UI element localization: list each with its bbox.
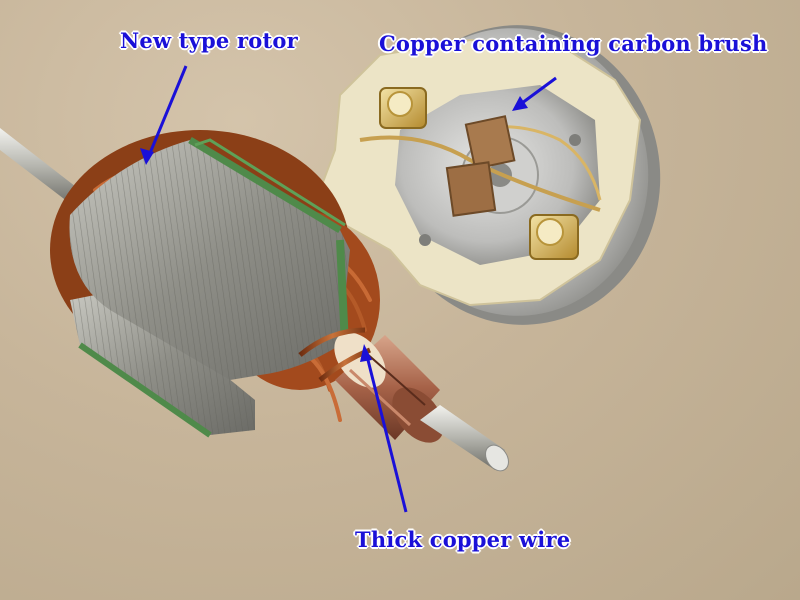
end-cap-assembly: [318, 25, 661, 325]
label-carbon-brush: Copper containing carbon brush: [379, 31, 768, 56]
label-new-type-rotor: New type rotor: [120, 28, 298, 53]
wire-arrow: [364, 351, 408, 513]
label-thick-copper-wire: Thick copper wire: [355, 527, 571, 552]
commutator: [334, 332, 444, 443]
rotor-arrow: [146, 65, 188, 159]
rotor-assembly: [0, 128, 509, 472]
annotation-arrows: [140, 65, 557, 513]
brush-arrow: [517, 76, 557, 108]
